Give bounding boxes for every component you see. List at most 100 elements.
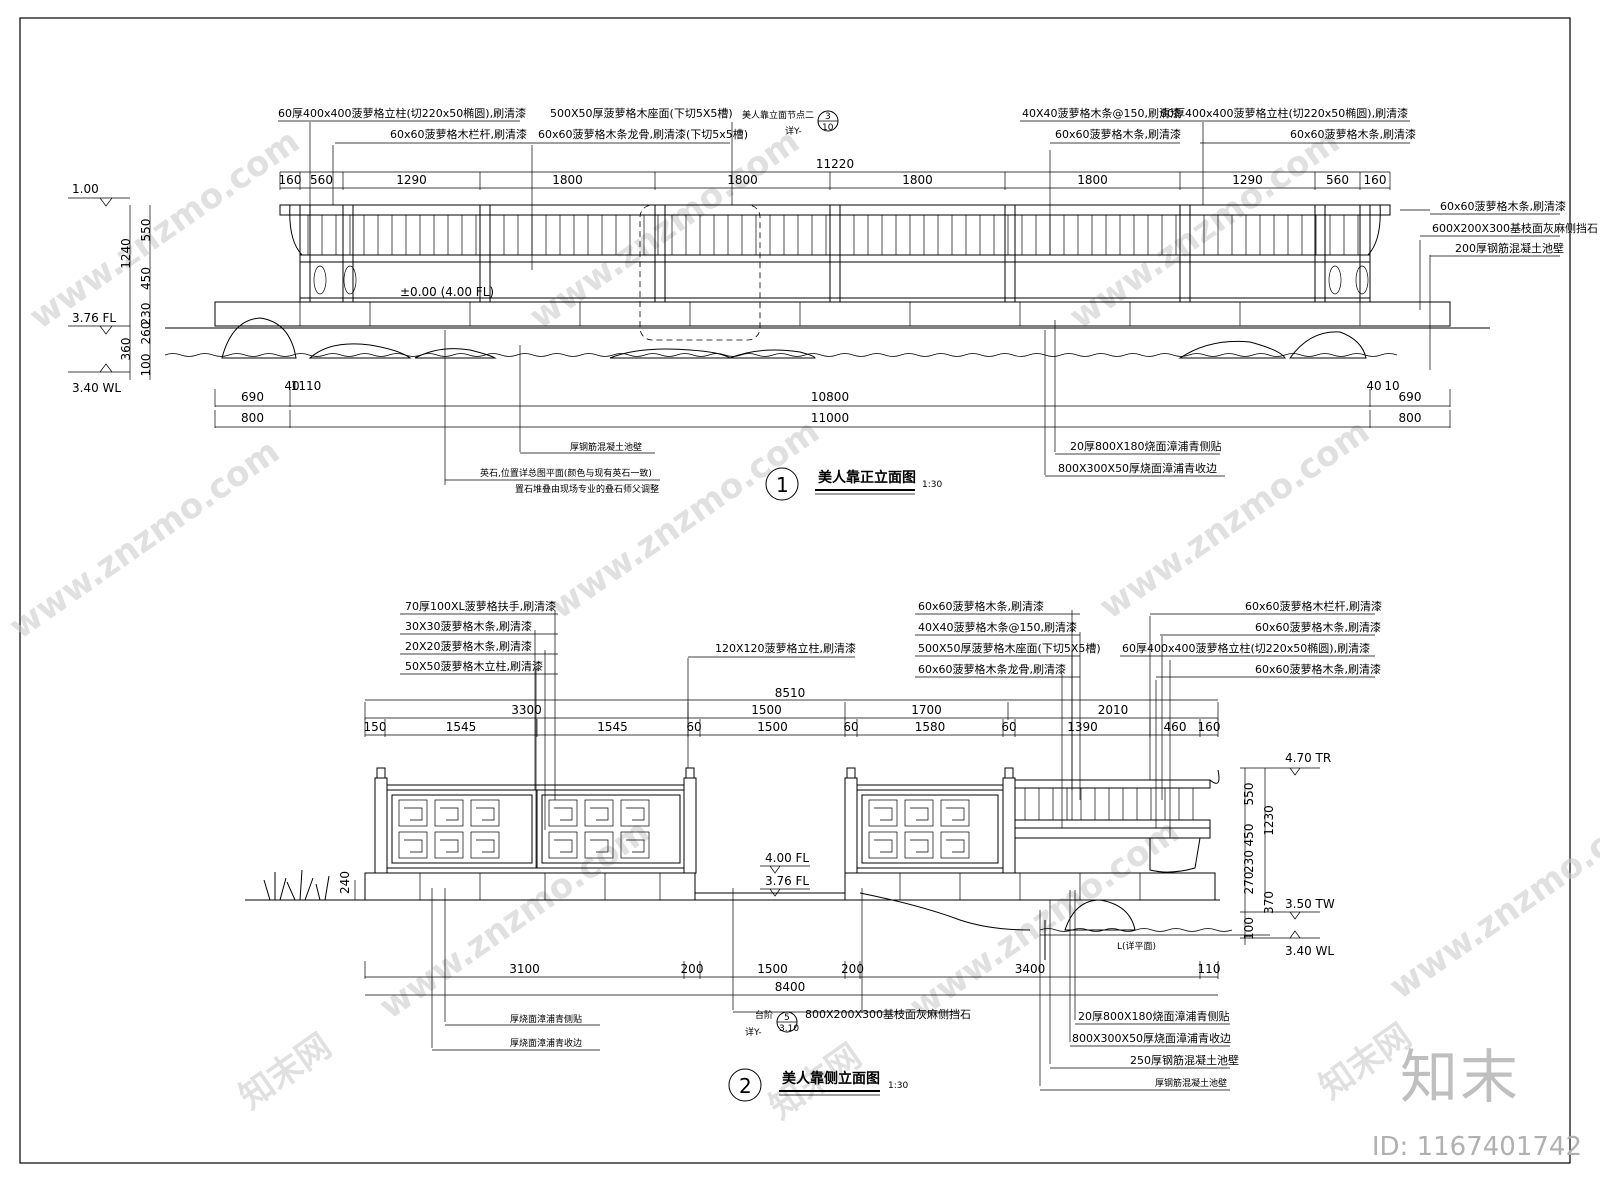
post-ellipse [1355, 265, 1369, 295]
level-markers-left: 1.00 3.76 FL 3.40 WL [68, 182, 151, 395]
rock [729, 349, 816, 359]
watermark-site: www.znzmo.com [2, 431, 287, 647]
rock [414, 348, 497, 359]
dimension-label: 1800 [1077, 173, 1108, 187]
dimension-label: 230 [139, 303, 153, 326]
grass [263, 869, 330, 901]
note: 20厚800X180烧面漳浦青侧贴 [1078, 1009, 1230, 1023]
dimension-label: 40 [1366, 379, 1381, 393]
note: 60x60菠萝格木条,刷清漆 [1255, 662, 1381, 676]
view-title-2: 2 美人靠侧立面图 1:30 [728, 1068, 908, 1102]
post [829, 204, 841, 303]
post [1004, 204, 1016, 303]
post [342, 204, 354, 303]
dimension-label: 160 [1198, 720, 1221, 734]
dimension-label: 1800 [552, 173, 583, 187]
curved-back [1209, 769, 1220, 784]
note: 800X300X50厚烧面漳浦青收边 [1072, 1031, 1231, 1045]
notes-right: 60x60菠萝格木条,刷清漆 600X200X300基枝面灰麻侧挡石 200厚钢… [1420, 199, 1598, 257]
dimension-label: 1500 [757, 720, 788, 734]
dimension-label: 690 [1399, 390, 1422, 404]
right-curved-end [1367, 204, 1381, 256]
note: 60厚400x400菠萝格立柱(切220x50椭圆),刷清漆 [1122, 641, 1370, 655]
level-markers: 4.00 FL 3.76 FL 4.70 TR 3.50 TW 3.40 WL [760, 751, 1335, 958]
dimension-label: 60 [1001, 720, 1016, 734]
dimension-label: 1800 [902, 173, 933, 187]
bench-side [1014, 769, 1220, 873]
notes-top-left: 60厚400x400菠萝格立柱(切220x50椭圆),刷清漆 60x60菠萝格木… [278, 106, 748, 144]
dimension-label: 800 [1399, 411, 1422, 425]
dim-total-bottom: 8400 [775, 980, 806, 994]
dimension-label: 3100 [509, 962, 540, 976]
dimension-label: 450 [1242, 824, 1256, 847]
rock [308, 343, 412, 359]
l-label: L(详平面) [1117, 940, 1156, 952]
bench-slats [307, 215, 1359, 255]
dimension-label: 160 [1364, 173, 1387, 187]
dimension-label: 1230 [1262, 805, 1276, 836]
view-scale: 1:30 [922, 480, 942, 490]
notes-bottom: 厚钢筋混凝土池壁 英石,位置详总图平面(颜色与现有英石一致) 置石堆叠由现场专业… [445, 439, 1225, 495]
dimension-label: 1545 [597, 720, 628, 734]
left-curved-end [289, 204, 303, 256]
post-ellipse [313, 265, 327, 295]
note: 50X50菠萝格木立柱,刷清漆 [405, 659, 543, 673]
dimension-label: 10 [1384, 379, 1399, 393]
note: 60x60菠萝格木条龙骨,刷清漆(下切5x5槽) [538, 127, 748, 141]
level-wl: 3.40 WL [1285, 944, 1334, 958]
deck-edge [214, 301, 1451, 327]
watermark-brand: 知末网 [232, 1026, 338, 1117]
note: 置石堆叠由现场专业的叠石师父调整 [515, 483, 659, 495]
railing-middle [844, 767, 1016, 874]
note: 70厚100XL菠萝格扶手,刷清漆 [405, 599, 556, 613]
dim-total: 8510 [775, 686, 806, 700]
post-ellipse [343, 265, 357, 295]
dimension-label: 200 [681, 962, 704, 976]
note: 500X50厚菠萝格木座面(下切5X5槽) [918, 641, 1101, 655]
dimension-label: 60 [686, 720, 701, 734]
detail-ref-text: 美人靠立面节点二 [742, 109, 814, 121]
note: 500X50厚菠萝格木座面(下切5X5槽) [550, 106, 733, 120]
rock [1064, 899, 1136, 931]
fretwork-panels [391, 794, 999, 864]
dimension-label: 11000 [811, 411, 849, 425]
level-fl2: 3.76 FL [765, 874, 809, 888]
detail-ref-num: 3 [825, 112, 831, 122]
step-reference: 台阶 5 3.10 详Y- 800X200X300基枝面灰麻侧挡石 [733, 1007, 971, 1038]
note: 200厚钢筋混凝土池壁 [1455, 241, 1564, 255]
view-number: 2 [739, 1074, 752, 1098]
dimension-label: 1110 [291, 379, 322, 393]
watermark-site: www.znzmo.com [1062, 121, 1347, 337]
detail-ref-sheet: 10 [822, 123, 834, 133]
rock [221, 317, 297, 359]
dimension-label: 240 [338, 871, 352, 894]
dimension-label: 10800 [811, 390, 849, 404]
step-ref-text: 台阶 [755, 1009, 773, 1021]
image-id: ID: 1167401742 [1371, 1132, 1582, 1162]
note-middle: 120X120菠萝格立柱,刷清漆 [688, 641, 856, 658]
notes-top-right: 40X40菠萝格木条@150,刷清漆 60厚400x400菠萝格立柱(切220x… [1020, 106, 1416, 144]
post [299, 204, 311, 303]
brand-logo: 知末 [1399, 1043, 1520, 1111]
step-ref-num: 5 [784, 1013, 790, 1023]
leaders [309, 122, 1431, 485]
dimension-label: 160 [279, 173, 302, 187]
dimension-label: 690 [241, 390, 264, 404]
note: 厚烧面漳浦青收边 [510, 1037, 582, 1049]
note: 60x60菠萝格木条,刷清漆 [1440, 199, 1566, 213]
deck-joints [299, 302, 1361, 326]
base-right [844, 872, 1216, 901]
note: 20厚800X180烧面漳浦青侧贴 [1070, 439, 1222, 453]
dimension-label: 1290 [1232, 173, 1263, 187]
dimension-label: 550 [139, 219, 153, 242]
note: 800X300X50厚烧面漳浦青收边 [1058, 461, 1217, 475]
water-line [164, 353, 1398, 357]
notes-right-b: 60x60菠萝格木栏杆,刷清漆 60x60菠萝格木条,刷清漆 60厚400x40… [1120, 599, 1382, 678]
dimension-label: 230 [1242, 850, 1256, 873]
dimension-label: 1800 [727, 173, 758, 187]
